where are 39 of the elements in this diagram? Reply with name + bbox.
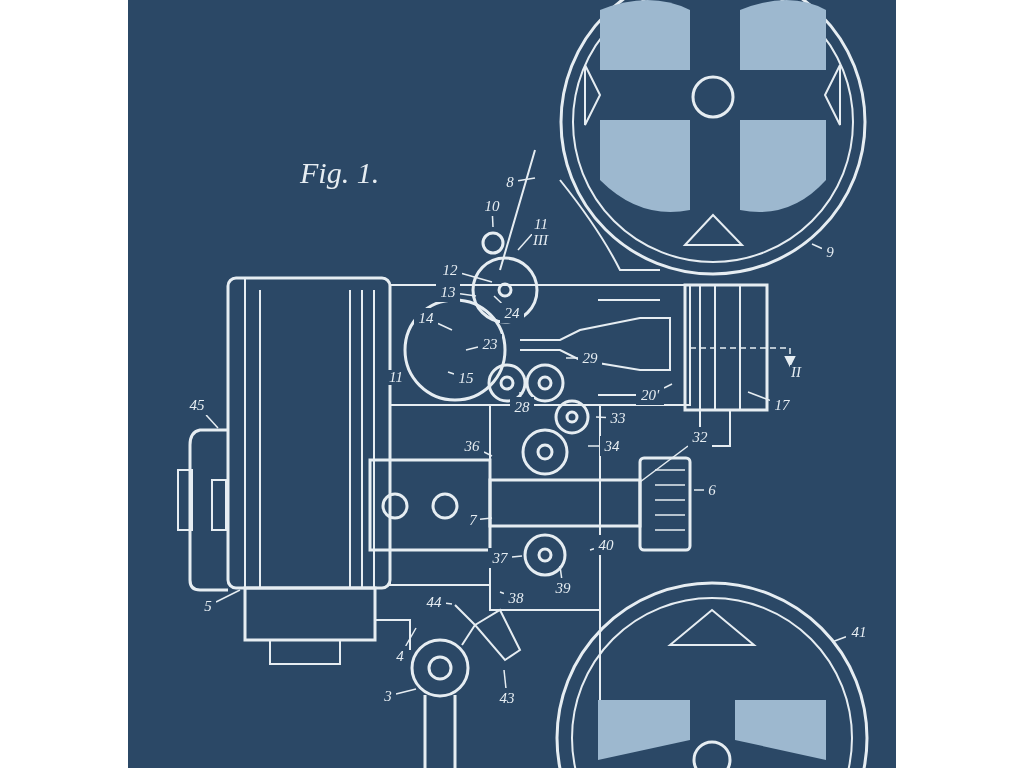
leader-line xyxy=(663,383,673,389)
leader-line xyxy=(479,517,493,520)
leader-line xyxy=(565,357,579,359)
leader-line xyxy=(511,555,523,558)
leader-line xyxy=(205,414,219,429)
leader-line xyxy=(483,451,493,457)
leader-line xyxy=(589,548,595,551)
leader-line xyxy=(811,243,823,250)
callout-number: 13 xyxy=(436,282,460,302)
leader-line xyxy=(595,416,607,419)
leader-line xyxy=(517,233,533,251)
leader-line xyxy=(587,445,601,447)
leader-line xyxy=(519,391,522,398)
leader-line xyxy=(491,215,494,228)
leader-line xyxy=(693,489,705,491)
callout-number: 20' xyxy=(636,385,664,405)
leader-line xyxy=(517,177,536,182)
leader-line xyxy=(559,565,563,579)
leader-line xyxy=(459,292,477,297)
leader-line xyxy=(831,636,847,643)
leader-line xyxy=(404,627,417,647)
leader-line xyxy=(395,688,417,695)
leader-line xyxy=(747,391,771,402)
callout-number: 32 xyxy=(688,427,712,447)
leader-line xyxy=(639,445,689,483)
leader-line xyxy=(461,272,493,283)
leader-line xyxy=(437,322,453,331)
leader-line xyxy=(465,346,479,351)
leader-line xyxy=(215,589,241,603)
callout-number: 14 xyxy=(414,308,438,328)
leader-line xyxy=(499,591,505,595)
leader-line xyxy=(503,669,507,689)
callout-number: 24 xyxy=(500,303,524,323)
leader-line xyxy=(493,295,503,304)
section-mark: III xyxy=(532,233,549,248)
section-mark: II xyxy=(790,365,802,380)
leader-line xyxy=(447,371,455,375)
section-mark: 11 xyxy=(388,370,404,385)
figure-title: Fig. 1. xyxy=(300,158,380,188)
